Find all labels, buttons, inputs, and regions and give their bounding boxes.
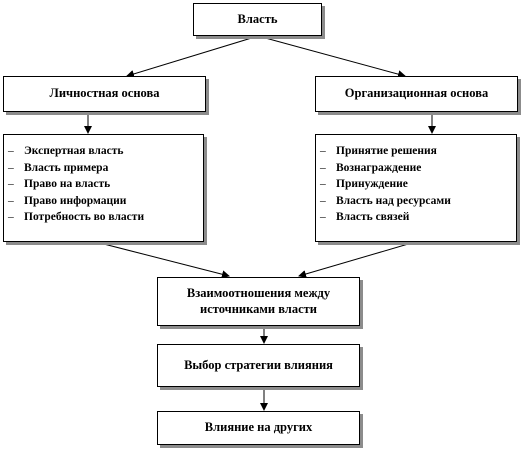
node-power: Власть <box>193 3 322 36</box>
node-relations-text: Взаимоотношения между источниками власти <box>187 286 330 317</box>
personal-list-box: Экспертная власть Власть примера Право н… <box>3 134 204 242</box>
list-item: Право информации <box>4 193 203 210</box>
edge-organizational-list-relations <box>298 241 416 278</box>
edge-power-personal <box>126 35 259 78</box>
list-item: Экспертная власть <box>4 143 203 160</box>
node-power-label: Власть <box>237 11 278 26</box>
node-strategy-label: Выбор стратегии влияния <box>184 357 333 372</box>
organizational-list-box: Принятие решения Вознаграждение Принужде… <box>315 134 517 242</box>
node-influence-label: Влияние на других <box>204 420 313 435</box>
node-relations: Взаимоотношения между источниками власти <box>157 277 360 326</box>
node-personal: Личностная основа <box>3 76 206 112</box>
node-organizational-label: Организационная основа <box>344 86 489 101</box>
organizational-list: Принятие решения Вознаграждение Принужде… <box>316 143 516 226</box>
list-item: Власть над ресурсами <box>316 193 516 210</box>
node-personal-label: Личностная основа <box>49 86 160 101</box>
list-item: Власть связей <box>316 209 516 226</box>
edge-power-organizational <box>257 35 406 79</box>
list-item: Власть примера <box>4 160 203 177</box>
node-relations-line2: источниками власти <box>200 301 317 316</box>
node-organizational: Организационная основа <box>315 76 518 112</box>
list-item: Принятие решения <box>316 143 516 160</box>
list-item: Вознаграждение <box>316 160 516 177</box>
list-item: Потребность во власти <box>4 209 203 226</box>
edge-personal-list-relations <box>95 241 230 279</box>
personal-list: Экспертная власть Власть примера Право н… <box>4 143 203 226</box>
list-item: Право на власть <box>4 176 203 193</box>
node-relations-line1: Взаимоотношения между <box>186 285 331 300</box>
list-item: Принуждение <box>316 176 516 193</box>
node-strategy: Выбор стратегии влияния <box>157 344 360 387</box>
node-influence: Влияние на других <box>157 411 360 445</box>
